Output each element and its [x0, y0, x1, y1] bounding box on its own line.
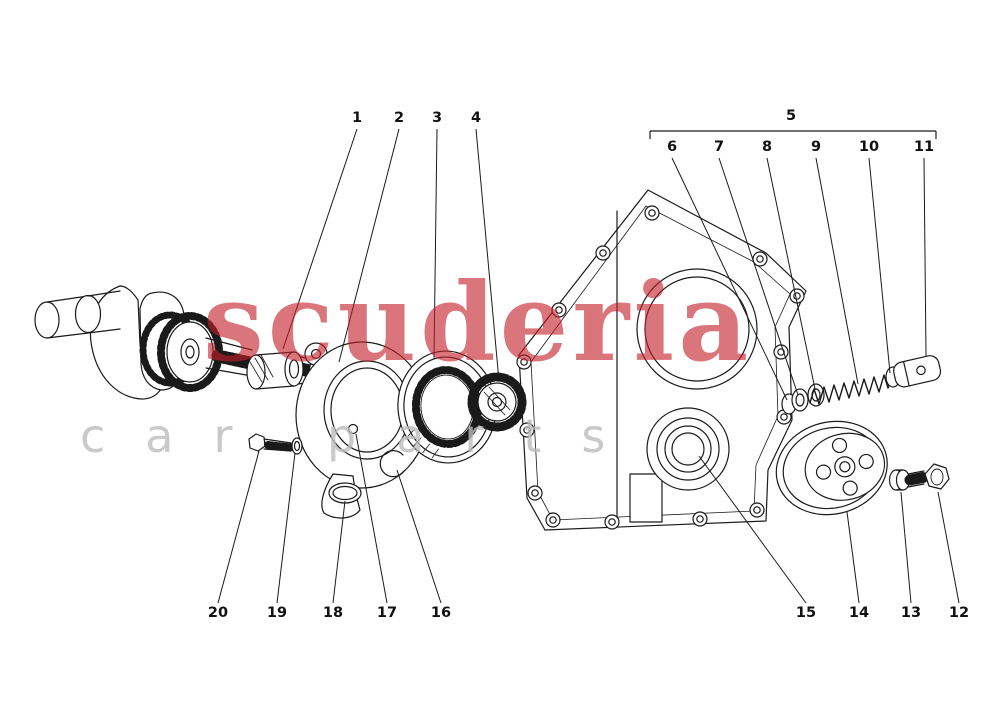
- callout-label-14: 14: [849, 605, 869, 621]
- callout-label-15: 15: [796, 605, 816, 621]
- pulley-bolt-part-12: [904, 463, 950, 490]
- group-5-bracket: [649, 130, 937, 139]
- valve-spring: [809, 374, 893, 405]
- callout-label-12: 12: [949, 605, 969, 621]
- callout-label-19: 19: [267, 605, 287, 621]
- cover-bolt-holes: [516, 205, 805, 530]
- callout-label-6: 6: [667, 139, 677, 155]
- watermark: scuderia car parts: [80, 260, 752, 463]
- front-cover-plate: [516, 189, 809, 531]
- washer-part-19: [291, 437, 303, 455]
- callout-label-9: 9: [811, 139, 821, 155]
- callout-label-8: 8: [762, 139, 772, 155]
- callout-label-11: 11: [914, 139, 934, 155]
- leader-lines: [217, 128, 960, 604]
- callout-label-13: 13: [901, 605, 921, 621]
- callout-label-5: 5: [786, 108, 796, 124]
- callout-label-10: 10: [859, 139, 879, 155]
- pump-bolt-part-20: [248, 433, 294, 452]
- o-ring-part-18: [328, 482, 362, 504]
- watermark-primary-text: scuderia: [203, 260, 752, 386]
- relief-valve-assembly: [807, 355, 942, 407]
- watermark-secondary-text: car parts: [80, 409, 645, 463]
- callout-label-4: 4: [471, 110, 481, 126]
- callout-label-20: 20: [208, 605, 228, 621]
- snap-ring-part-16: [379, 450, 405, 478]
- valve-piston: [893, 355, 942, 388]
- callout-label-1: 1: [352, 110, 362, 126]
- callout-label-17: 17: [377, 605, 397, 621]
- pump-pulley-part-14: [775, 420, 888, 516]
- callout-label-2: 2: [394, 110, 404, 126]
- callout-label-7: 7: [714, 139, 724, 155]
- callout-label-3: 3: [432, 110, 442, 126]
- callout-labels: 1 2 3 4 5 6 7 8 9 10 11 12 13 14 15 16 1…: [208, 108, 969, 621]
- exploded-drawing: [34, 189, 950, 531]
- bushing-part-1: [246, 351, 304, 390]
- drive-gear-part-4: [467, 372, 527, 432]
- callout-label-16: 16: [431, 605, 451, 621]
- callout-label-18: 18: [323, 605, 343, 621]
